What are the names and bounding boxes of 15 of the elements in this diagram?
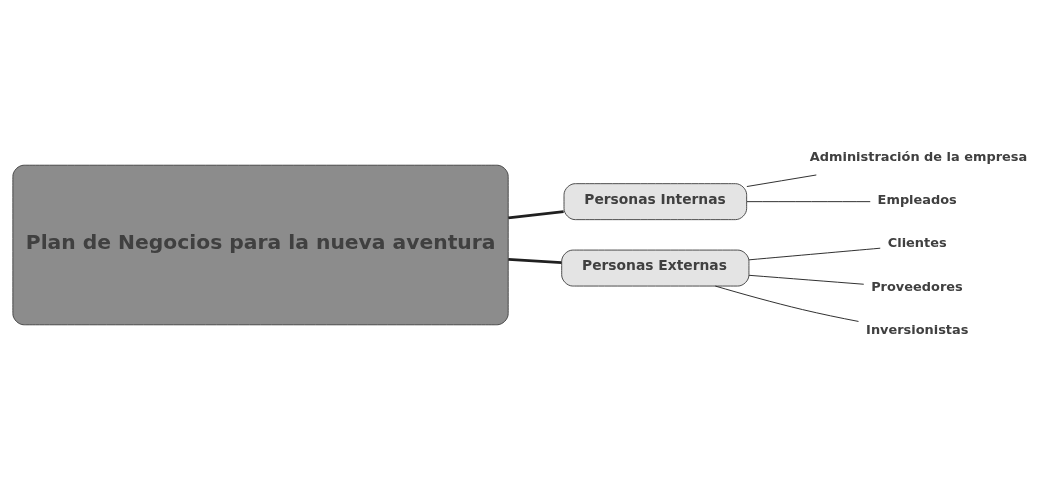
- connector: [714, 285, 859, 322]
- node-box: Plan de Negocios para la nueva aventura: [12, 164, 509, 325]
- node-text: Proveedores: [871, 278, 963, 294]
- connector: [746, 200, 871, 202]
- connector: [746, 174, 817, 187]
- node-box: Personas Internas: [563, 182, 748, 220]
- connector: [748, 247, 881, 260]
- node-text: Inversionistas: [866, 321, 969, 337]
- node-text: Administración de la empresa: [809, 148, 1028, 164]
- connector: [508, 209, 564, 219]
- node-box: Personas Externas: [561, 249, 750, 286]
- connector: [508, 257, 562, 264]
- node-text: Empleados: [877, 191, 957, 207]
- node-text: Clientes: [887, 234, 947, 250]
- connector: [748, 274, 865, 285]
